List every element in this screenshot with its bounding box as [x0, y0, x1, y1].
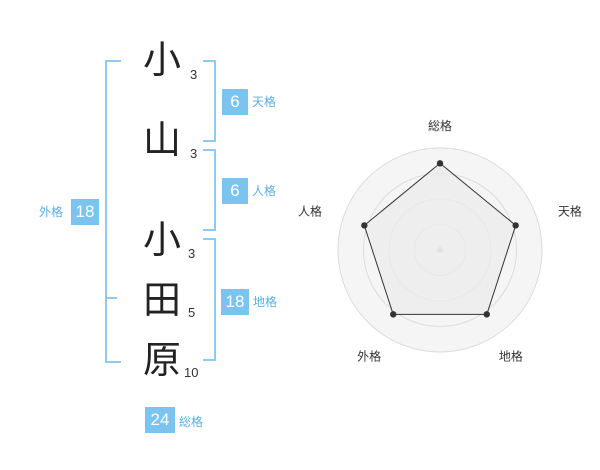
radar-area: [361, 160, 519, 318]
name-char-4: 田: [142, 278, 181, 322]
jinkaku-label: 人格: [252, 184, 277, 198]
radar-point-5: [361, 222, 368, 229]
radar-axis-label-1: 総格: [428, 118, 452, 133]
radar-axis-label-3: 地格: [499, 348, 523, 363]
tenkaku-label: 天格: [252, 95, 277, 109]
radar-axis-label-4: 外格: [357, 348, 381, 363]
gaikaku-value: 18: [71, 199, 99, 225]
name-char-5: 原: [142, 338, 181, 382]
stroke-count-2: 3: [190, 146, 198, 161]
radar-point-4: [390, 311, 397, 318]
radar-axis-label-2: 天格: [558, 204, 582, 219]
soukaku-label: 総格: [179, 415, 204, 429]
stroke-count-4: 5: [188, 305, 196, 320]
name-char-3: 小: [142, 218, 181, 262]
chikaku-bracket: [203, 238, 216, 361]
gaikaku-bracket-tick: [105, 297, 117, 299]
tenkaku-bracket: [203, 60, 216, 142]
tenkaku-value: 6: [222, 89, 248, 115]
radar-axis-label-5: 人格: [298, 204, 322, 219]
radar-point-3: [483, 311, 490, 318]
gaikaku-label: 外格: [39, 205, 64, 219]
name-char-2: 山: [142, 118, 181, 162]
jinkaku-bracket: [203, 149, 216, 231]
stroke-count-5: 10: [184, 365, 199, 380]
stroke-count-3: 3: [188, 246, 196, 261]
name-char-1: 小: [142, 38, 181, 82]
radar-series-polygon: [363, 162, 517, 315]
soukaku-value: 24: [145, 407, 175, 433]
chikaku-value: 18: [221, 289, 249, 315]
jinkaku-value: 6: [222, 178, 248, 204]
chikaku-label: 地格: [253, 295, 278, 309]
radar-point-1: [436, 160, 444, 167]
gaikaku-bracket: [105, 60, 121, 363]
stroke-count-1: 3: [190, 67, 198, 82]
radar-point-2: [512, 222, 519, 229]
